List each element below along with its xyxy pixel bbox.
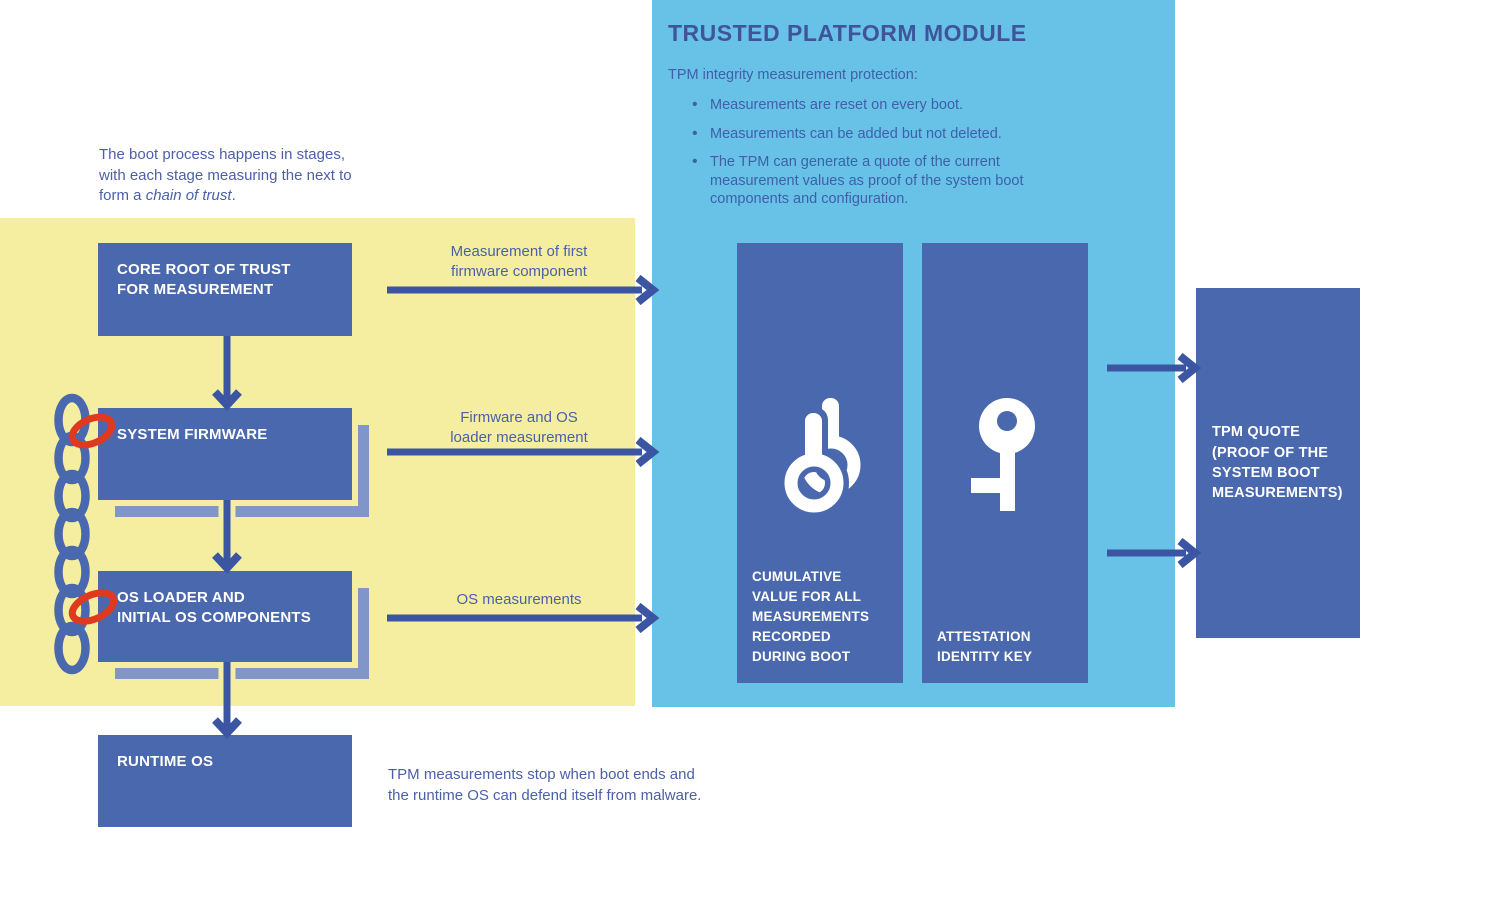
tpm-quote-box: TPM QUOTE (PROOF OF THE SYSTEM BOOT MEAS… [1196, 288, 1360, 638]
intro-text-suffix: . [231, 187, 236, 205]
tpm-bullet-item: Measurements can be added but not delete… [692, 124, 1052, 144]
measurement-arrow-label-1: Measurement of first firmware component [450, 243, 588, 280]
measurement-arrow-label-3: OS measurements [456, 591, 582, 608]
intro-text-main: The boot process happens in stages, with… [99, 146, 352, 205]
footnote-text: TPM measurements stop when boot ends and… [388, 766, 702, 804]
measurement-arrow-label-2: Firmware and OS loader measurement [450, 409, 588, 446]
tpm-attestation-key-box: ATTESTATION IDENTITY KEY [922, 243, 1088, 683]
stage-box-core-root-of-trust: CORE ROOT OF TRUST FOR MEASUREMENT [98, 243, 352, 336]
tpm-quote-label: TPM QUOTE (PROOF OF THE SYSTEM BOOT MEAS… [1212, 424, 1343, 502]
tpm-bullet-item: Measurements are reset on every boot. [692, 95, 1052, 115]
intro-text: The boot process happens in stages, with… [99, 145, 409, 207]
tpm-region-subtitle: TPM integrity measurement protection: [668, 67, 918, 83]
stage-box-runtime-os: RUNTIME OS [98, 735, 352, 827]
tpm-bullet-item: The TPM can generate a quote of the curr… [692, 152, 1052, 209]
tpm-cumulative-value-label: CUMULATIVE VALUE FOR ALL MEASUREMENTS RE… [752, 569, 870, 665]
tpm-attestation-key-label: ATTESTATION IDENTITY KEY [937, 629, 1033, 665]
key-icon [922, 393, 1088, 533]
measurements-stack-icon [737, 393, 903, 533]
tpm-cumulative-value-box: CUMULATIVE VALUE FOR ALL MEASUREMENTS RE… [737, 243, 903, 683]
stage-box-os-loader: OS LOADER AND INITIAL OS COMPONENTS [92, 565, 358, 668]
tpm-bullet-list: Measurements are reset on every boot. Me… [692, 95, 1072, 219]
intro-text-italic: chain of trust [145, 187, 232, 205]
stage-box-system-firmware: SYSTEM FIRMWARE [92, 402, 358, 506]
tpm-region-title: TRUSTED PLATFORM MODULE [668, 20, 1027, 46]
